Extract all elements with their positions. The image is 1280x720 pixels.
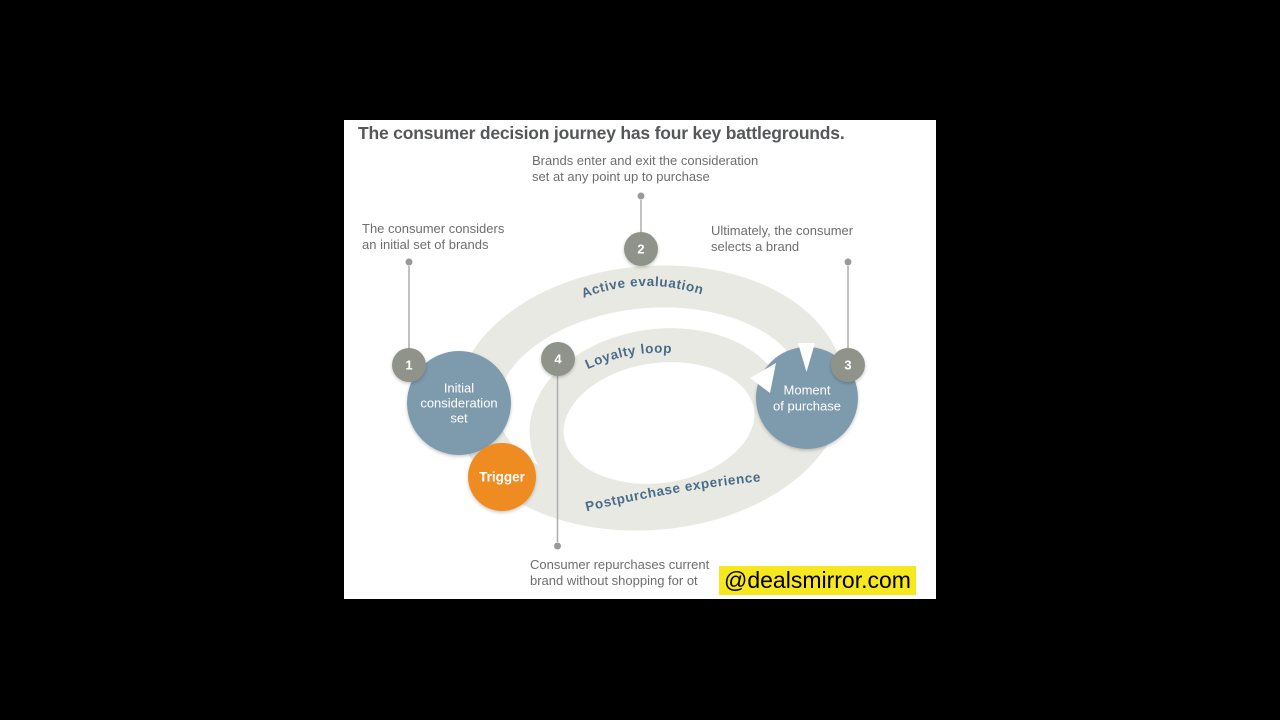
annotation-stage1-line1: The consumer considers: [362, 221, 505, 236]
annotation-stage1: The consumer considers an initial set of…: [362, 221, 504, 252]
moment-notch-top: [798, 343, 815, 372]
stage1-number: 1: [405, 358, 412, 373]
annotation-stage2-line2: set at any point up to purchase: [532, 168, 710, 184]
leader-lines: [408, 200, 849, 542]
initial-consideration-label-line2: consideration: [420, 396, 497, 411]
moment-of-purchase-label-line2: of purchase: [773, 399, 841, 414]
annotation-stage4-line1: Consumer repurchases current: [530, 557, 710, 572]
initial-consideration-circle: [407, 351, 511, 455]
stage4-badge: [541, 342, 575, 376]
stage1-badge: [392, 348, 426, 382]
stage-number-badges: 1 2 3 4: [392, 232, 865, 382]
leader-dot-stage2: [637, 192, 645, 200]
moment-of-purchase-label-line1: Moment: [784, 383, 831, 398]
slide-title: The consumer decision journey has four k…: [358, 123, 845, 143]
consumer-decision-journey-diagram: Initial consideration set Trigger Moment…: [392, 192, 865, 550]
slide-panel: The consumer decision journey has four k…: [344, 120, 936, 599]
stage3-badge: [831, 348, 865, 382]
initial-consideration-label-line1: Initial: [444, 381, 474, 396]
annotation-stage3-line1: Ultimately, the consumer: [711, 223, 854, 238]
leader-dot-stage4: [554, 542, 561, 550]
annotation-stage1-line2: an initial set of brands: [362, 236, 489, 252]
annotation-stage2-line1: Brands enter and exit the consideration: [532, 153, 759, 168]
annotation-stage4: Consumer repurchases current brand witho…: [530, 557, 709, 588]
leader-dot-stage1: [405, 258, 413, 266]
stage2-number: 2: [637, 242, 644, 257]
trigger-circle: [468, 443, 536, 511]
leader-dots: [405, 192, 852, 550]
leader-dot-stage3: [844, 258, 852, 266]
trigger-label: Trigger: [479, 470, 526, 485]
watermark-badge: @dealsmirror.com: [719, 566, 916, 595]
moment-of-purchase-circle: [756, 347, 858, 449]
stage4-number: 4: [554, 352, 562, 367]
annotation-stage3: Ultimately, the consumer selects a brand: [711, 223, 853, 254]
annotation-stage3-line2: selects a brand: [711, 238, 800, 254]
moment-notch-left: [750, 363, 776, 393]
stage3-number: 3: [844, 358, 851, 373]
annotation-stage2: Brands enter and exit the consideration …: [532, 153, 758, 184]
stage2-badge: [624, 232, 658, 266]
initial-consideration-label-line3: set: [450, 411, 468, 426]
annotation-stage4-line2: brand without shopping for ot: [530, 572, 698, 588]
